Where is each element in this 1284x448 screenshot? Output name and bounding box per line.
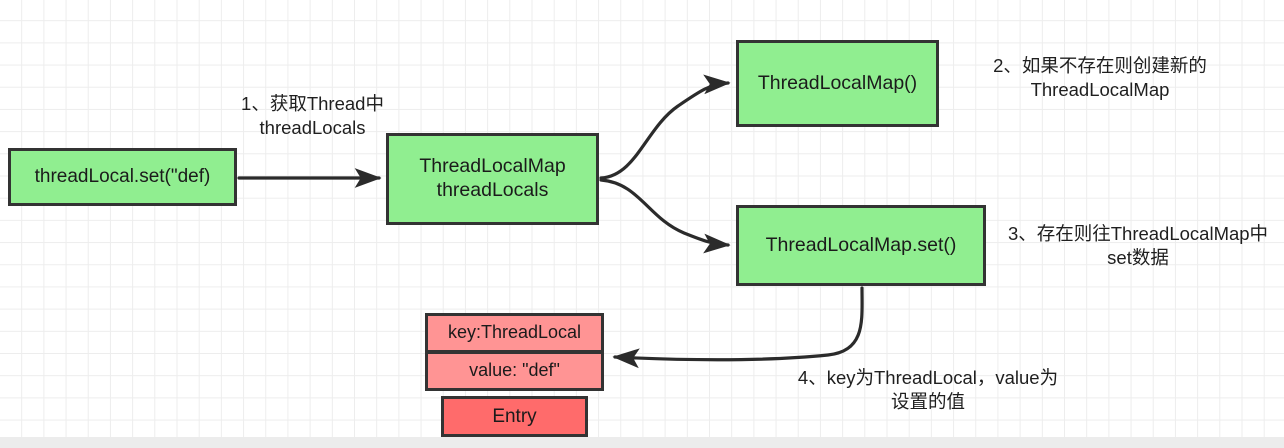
entry-footer-label[interactable]: Entry: [441, 396, 588, 437]
bottom-strip: [0, 437, 1284, 448]
entry-key-row[interactable]: key:ThreadLocal: [425, 313, 604, 353]
node-threadlocalmap-constructor[interactable]: ThreadLocalMap(): [736, 40, 939, 127]
annotation-step-3: 3、存在则往ThreadLocalMap中 set数据: [1007, 223, 1269, 269]
annotation-step-1: 1、获取Thread中 threadLocals: [241, 93, 384, 139]
node-threadlocal-set[interactable]: threadLocal.set("def): [8, 148, 237, 206]
node-threadlocalmap-threadlocals[interactable]: ThreadLocalMap threadLocals: [386, 133, 599, 225]
entry-value-row[interactable]: value: "def": [425, 351, 604, 391]
annotation-step-2: 2、如果不存在则创建新的 ThreadLocalMap: [993, 55, 1207, 101]
edge-threadlocals-to-ctor: [599, 74, 731, 180]
annotation-step-4: 4、key为ThreadLocal，value为 设置的值: [797, 367, 1059, 413]
node-threadlocalmap-set[interactable]: ThreadLocalMap.set(): [736, 205, 986, 286]
edge-threadlocals-to-set: [599, 178, 731, 254]
edge-set-to-entry: [612, 286, 864, 369]
